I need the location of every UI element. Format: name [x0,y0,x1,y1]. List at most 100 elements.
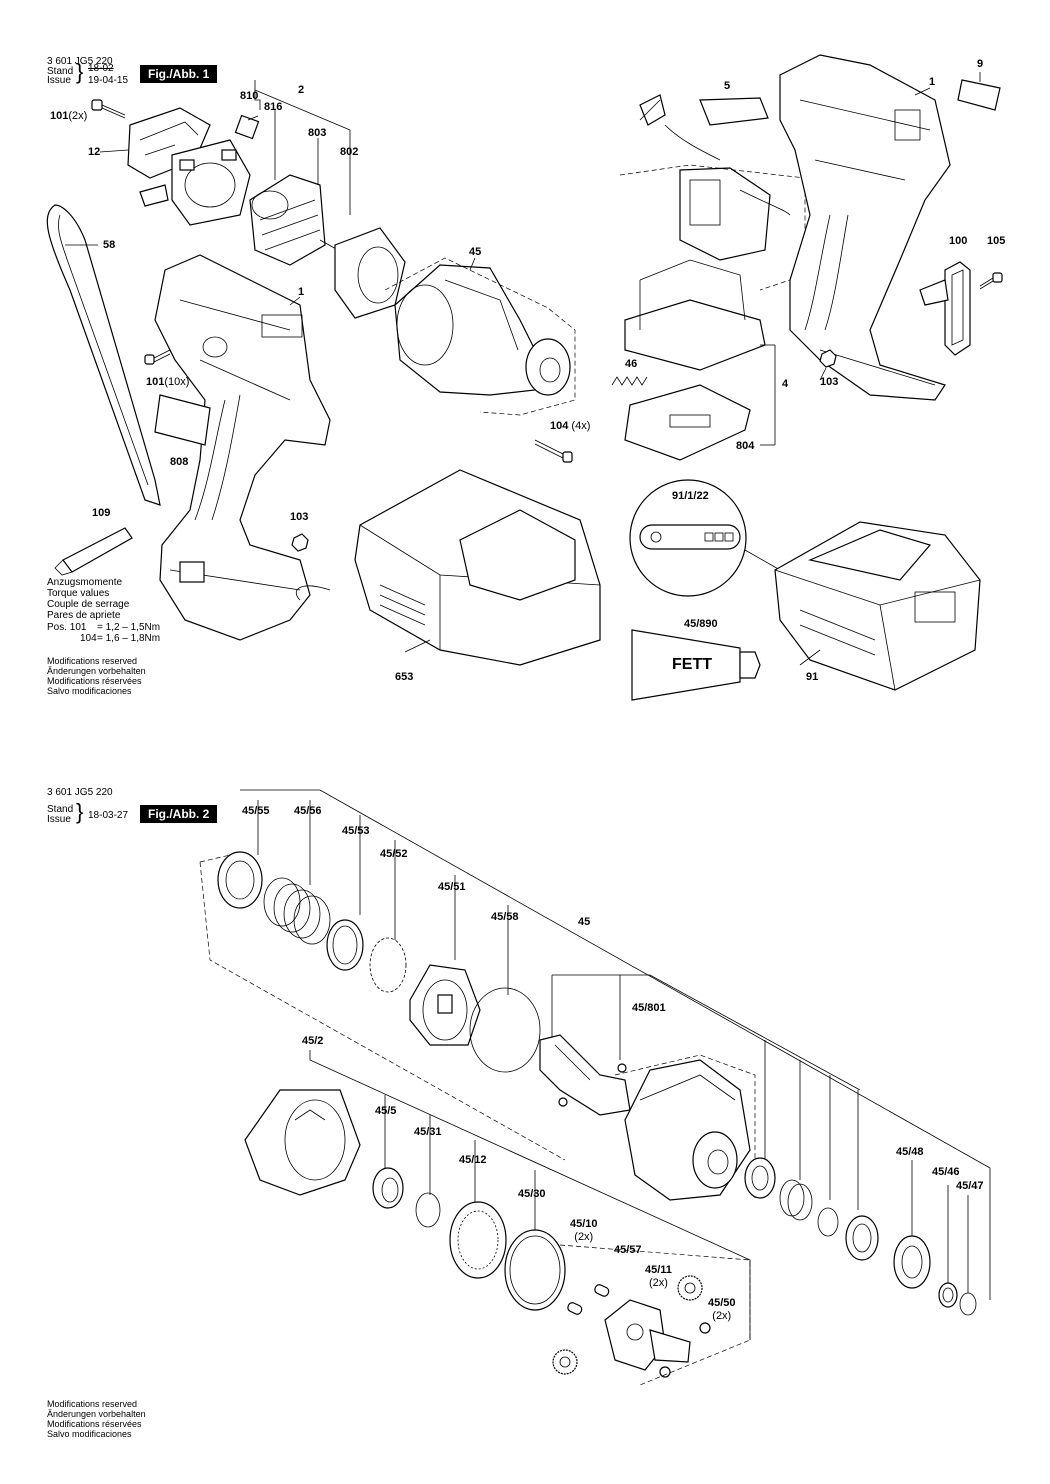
washer-45-30 [504,1229,566,1311]
ring-45-48 [893,1235,931,1289]
sheet2-issue-label: Issue [47,814,71,825]
callout-2: 2 [298,84,305,96]
gear-45-11a [677,1275,703,1301]
callout-101-housing: 101(10x) [146,376,190,388]
housing-half-1-right [779,54,951,401]
callout-45-53: 45/53 [342,825,370,837]
callout-45-12: 45/12 [459,1154,487,1166]
callout-101-top: 101(2x) [50,110,88,122]
housing-half-1 [154,254,331,641]
ring-45-801d [845,1215,879,1261]
strap-58 [46,204,161,506]
carrier-45-57 [604,1299,691,1371]
nut-103-left [291,533,309,552]
grease-tube-45-890 [631,629,761,701]
torque-pos104-label: 104 [80,633,97,644]
callout-91-1-22: 91/1/22 [672,490,709,502]
battery-91 [774,521,981,691]
pin-45-10b [567,1302,583,1315]
torque-pos104-value: = 1,6 – 1,8Nm [97,633,161,644]
part-816 [234,114,260,140]
screw-101-housing [144,349,171,365]
callout-5: 5 [724,80,731,92]
sheet2-issue-date: 18-03-27 [88,810,129,821]
callout-45-31: 45/31 [414,1126,442,1138]
callout-103-left: 103 [290,511,309,523]
spring-45-801b [779,1179,813,1221]
ball-ring-45-52 [369,937,407,993]
clip-45-801c [817,1207,839,1237]
callout-9: 9 [977,58,984,70]
sheet2-stand-label: Stand [47,804,74,815]
sheet1-stand-label: Stand [47,66,74,77]
gear-housing-45 [384,257,576,416]
callout-109: 109 [92,507,111,519]
callout-91: 91 [806,671,819,683]
callout-804: 804 [736,440,755,452]
callout-58: 58 [103,239,116,251]
charger-653 [295,469,601,666]
washer-45-53 [326,919,364,971]
pin-45-10a [594,1284,610,1297]
screw-105 [979,272,1003,290]
switch-assembly [619,94,806,446]
ball-45-50a [699,1322,711,1334]
callout-46: 46 [625,358,638,370]
screw-101-top [91,99,126,119]
mods-1-de: Änderungen vorbehalten [47,666,146,676]
sheet1-fig-title: Fig./Abb. 1 [140,65,218,83]
callout-45-10: 45/10(2x) [570,1218,598,1243]
mods-2-fr: Modifications réservées [47,1419,142,1429]
callout-45: 45 [578,916,591,928]
sheet2-brace: } [76,799,84,824]
callout-45-57: 45/57 [614,1244,642,1256]
clip-100 [919,261,971,356]
callout-45-58: 45/58 [491,911,519,923]
callout-45-51: 45/51 [438,881,466,893]
ring-45-46 [938,1282,958,1308]
grease-label: FETT [672,656,712,673]
mods-2-es: Salvo modificaciones [47,1429,132,1439]
callout-45-46: 45/46 [932,1166,960,1178]
torque-line-de: Anzugsmomente [47,577,123,588]
callout-45-47: 45/47 [956,1180,984,1192]
ring-45-5 [372,1167,404,1209]
sheet2-fig-title: Fig./Abb. 2 [140,805,218,823]
callout-45-30: 45/30 [518,1188,546,1200]
callout-12: 12 [88,146,101,158]
torque-line-es: Pares de apriete [47,610,121,621]
callout-45-801: 45/801 [632,1002,666,1014]
clip-45-47 [959,1292,977,1316]
nut-103-right [819,349,837,368]
torque-line-fr: Couple de serrage [47,599,130,610]
callout-104: 104 (4x) [550,420,591,432]
screw-104 [534,439,573,463]
callout-816: 816 [264,101,283,113]
o-ring-45-58 [469,987,541,1073]
callout-45-50: 45/50(2x) [708,1297,736,1322]
ring-gear-45-12 [449,1201,507,1279]
label-detail-circle [629,479,781,597]
callout-45-11: 45/11(2x) [645,1264,672,1289]
torque-pos101-value: = 1,2 – 1,5Nm [97,622,161,633]
callout-1-right: 1 [929,76,936,88]
callout-1-left: 1 [298,286,305,298]
brush-holder [171,139,251,226]
callout-105: 105 [987,235,1006,247]
callout-45-890: 45/890 [684,618,718,630]
torque-pos101-label: Pos. 101 [47,622,87,633]
plate-804 [624,384,751,461]
anvil-housing [614,1054,756,1201]
callout-45-52: 45/52 [380,848,408,860]
armature-803 [249,174,339,266]
callout-45-56: 45/56 [294,805,322,817]
sheet1-issue-date: 19-04-15 [88,75,129,86]
hammer-45-51 [409,964,481,1046]
mods-2-en: Modifications reserved [47,1399,138,1409]
label-9 [957,79,1001,111]
clip-45-31 [415,1192,441,1228]
spring-45-56 [263,877,331,945]
spring-46 [611,376,648,386]
